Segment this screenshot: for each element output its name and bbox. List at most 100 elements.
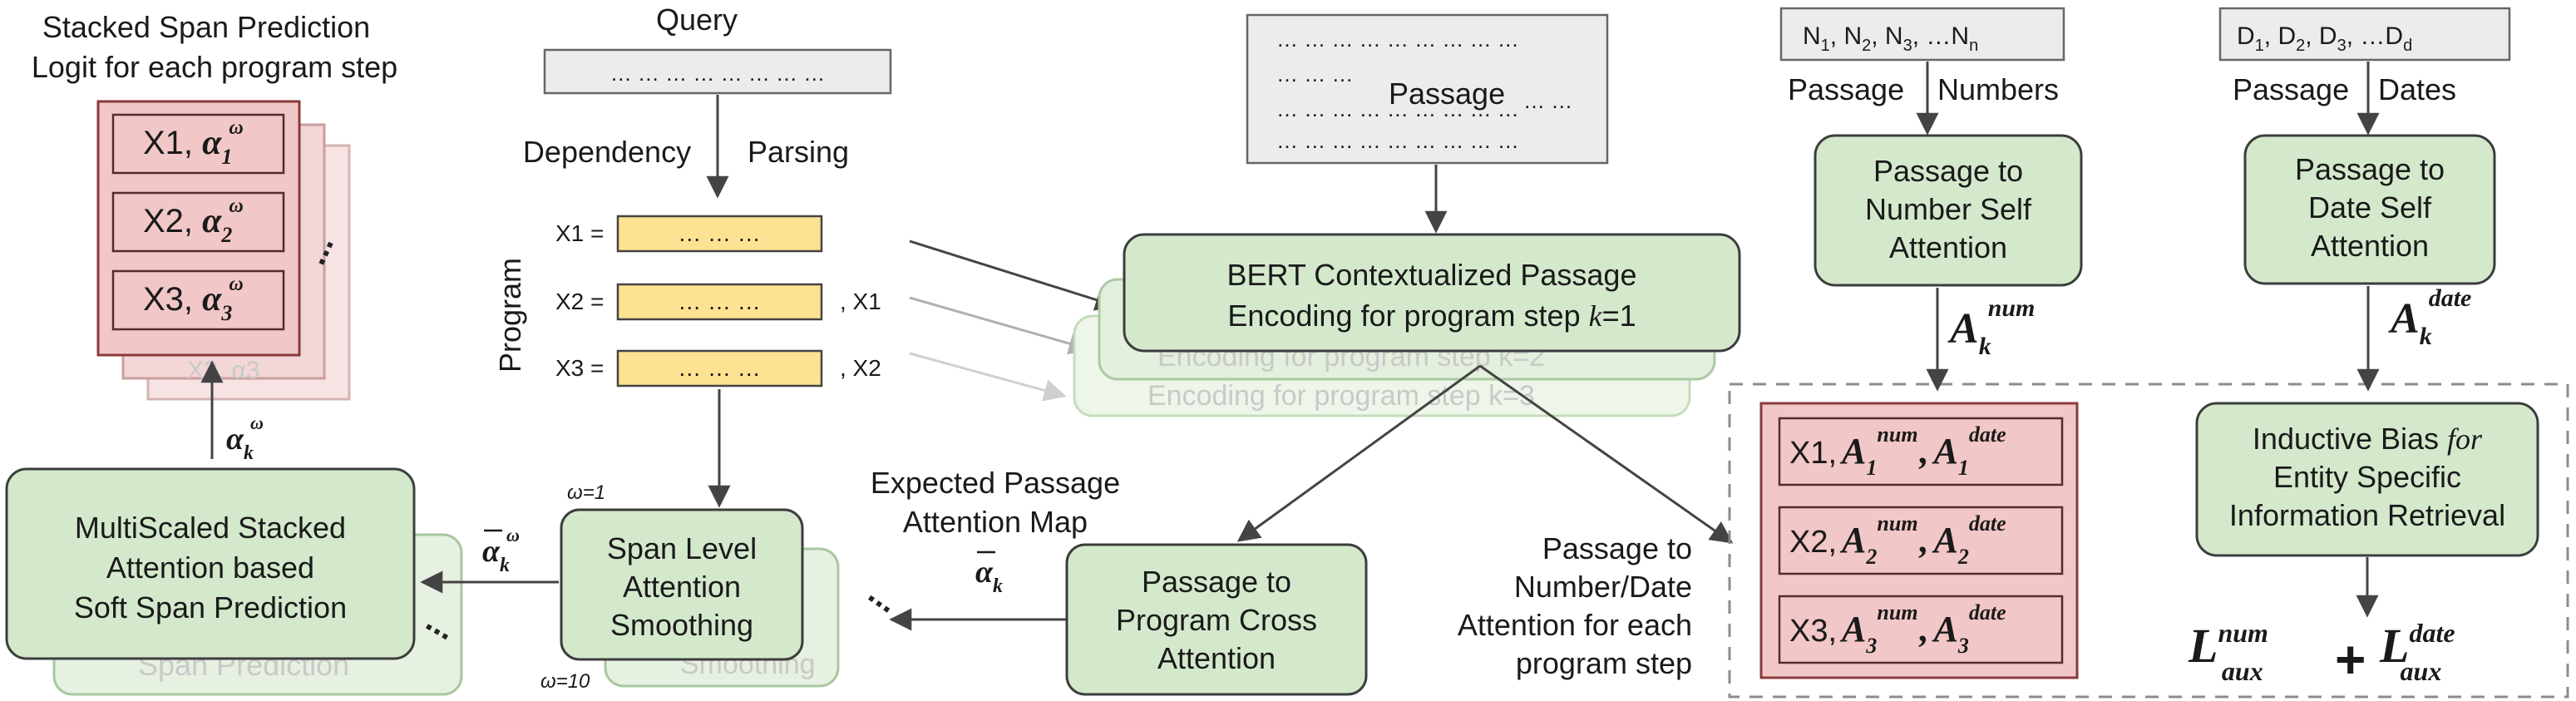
passage-dots-2: … … … xyxy=(1276,62,1353,86)
svg-text:X1, α1ω: X1, α1ω xyxy=(143,117,244,169)
auxiliary-loss-region xyxy=(1728,383,2569,699)
program-slot-3 xyxy=(616,349,823,388)
cross-attention-box xyxy=(1065,543,1368,696)
smoothing-box xyxy=(560,508,804,661)
stacked-logits-title-line2: Logit for each program step xyxy=(32,50,397,84)
dates-column: D1, D2, D3, …Dd Passage Dates Passage to… xyxy=(2218,7,2511,392)
passage-dates-box xyxy=(2218,7,2511,62)
passage-dots-after: … … xyxy=(1523,88,1572,113)
stacked-logits-ghost-text: X3, α3 xyxy=(187,357,259,384)
svg-text:X1,A1num,A1date: X1,A1num,A1date xyxy=(1789,422,2006,480)
stacked-logits-title-line1: Stacked Span Prediction xyxy=(42,10,370,44)
inductive-bias-box xyxy=(2195,402,2539,557)
program-slot-2 xyxy=(616,283,823,321)
bert-group: Encoding for program step k=3 Encoding f… xyxy=(1073,233,1741,417)
stacked-logits-group: Stacked Span Prediction Logit for each p… xyxy=(32,10,397,401)
per-step-row-3: X3,A3num,A3date xyxy=(1778,595,2064,664)
smoothing-line-1: Span Level xyxy=(607,531,757,565)
svg-text:, X1: , X1 xyxy=(840,289,881,314)
num-date-attention-line-3: Attention for each xyxy=(1458,608,1692,642)
arrow-program-to-bert-k3 xyxy=(909,352,1067,402)
passage-numbers-caption-right: Numbers xyxy=(1937,72,2059,106)
alpha-k-omega-label: αkω xyxy=(226,412,264,464)
per-step-attention-group: X1,A1num,A1date X2,A2num,A2date X3,A3num… xyxy=(1759,402,2079,679)
arrow-bert-to-cross-attention xyxy=(1236,364,1481,542)
program-label: Program xyxy=(493,258,527,373)
stacked-logit-row-2: X2, α2ω xyxy=(111,191,285,253)
cross-attention-line-2: Program Cross xyxy=(1116,603,1317,637)
passage-numbers-box xyxy=(1779,7,2065,62)
expected-map-line-1: Expected Passage xyxy=(871,466,1120,500)
number-self-attention-line-3: Attention xyxy=(1889,230,2007,264)
arrow-bert-to-num-date-attention xyxy=(1479,364,1734,544)
multiscale-group: Span Prediction MultiScaled Stacked Atte… xyxy=(5,467,463,696)
bert-line-2: Encoding for program step k=1 xyxy=(1227,299,1636,333)
program-row-3: X3 = … … … , X2 xyxy=(555,349,881,388)
stacked-logit-row-3: X3, α3ω xyxy=(111,269,285,331)
number-self-attention-box xyxy=(1814,134,2083,287)
arrow-program-to-bert-k2 xyxy=(909,296,1092,355)
date-self-attention-line-1: Passage to xyxy=(2295,152,2445,186)
parsing-right: Parsing xyxy=(748,135,849,169)
smoothing-line-3: Smoothing xyxy=(610,608,753,642)
a-k-num-label: Aknum xyxy=(1947,294,2035,360)
multiscale-line-3: Soft Span Prediction xyxy=(74,590,347,624)
query-box xyxy=(543,48,892,95)
stacked-logit-row-1-x: X1, xyxy=(143,125,193,161)
smoothing-line-2: Attention xyxy=(623,570,741,604)
arrow-program-to-bert-k1 xyxy=(909,239,1118,311)
number-self-attention-line-1: Passage to xyxy=(1873,154,2023,188)
alpha-bar-k-omega-label: αkω xyxy=(482,525,520,576)
smoothing-group: Smoothing Span Level Attention Smoothing… xyxy=(540,481,906,693)
inductive-line-2: Entity Specific xyxy=(2273,460,2461,494)
alpha-bar-k-label: αk xyxy=(975,555,1003,597)
numbers-column: N1, N2, N3, …Nn Passage Numbers Passage … xyxy=(1779,7,2083,392)
cross-attention-line-1: Passage to xyxy=(1142,565,1291,599)
svg-text:… … …: … … … xyxy=(678,289,761,314)
stacked-logit-row-1: X1, α1ω xyxy=(111,113,285,175)
omega-bottom-label: ω=10 xyxy=(540,670,590,693)
svg-text:X2,A2num,A2date: X2,A2num,A2date xyxy=(1789,511,2006,569)
svg-text:X2, α2ω: X2, α2ω xyxy=(143,195,244,247)
multiscale-line-1: MultiScaled Stacked xyxy=(75,511,346,545)
inductive-line-1: Inductive Bias for xyxy=(2253,422,2483,456)
expected-map-line-2: Attention Map xyxy=(903,505,1088,539)
program-row-2: X2 = … … … , X1 xyxy=(555,283,881,321)
per-step-row-2: X2,A2num,A2date xyxy=(1778,506,2064,575)
omega-top-label: ω=1 xyxy=(567,481,605,504)
svg-text:X3,A3num,A3date: X3,A3num,A3date xyxy=(1789,600,2006,658)
multiscale-box xyxy=(5,467,416,660)
svg-text:… … …: … … … xyxy=(678,355,761,381)
stacked-logit-row-3-x: X3, xyxy=(143,281,193,318)
svg-text:… … …: … … … xyxy=(678,220,761,246)
passage-dots-1: … … … … … … … … … xyxy=(1276,27,1519,52)
svg-text:, X2: , X2 xyxy=(840,355,881,381)
multiscale-line-2: Attention based xyxy=(106,550,314,585)
query-title: Query xyxy=(656,2,738,37)
date-self-attention-line-2: Date Self xyxy=(2308,190,2432,225)
parsing-left: Dependency xyxy=(523,135,691,169)
a-k-date-label: Akdate xyxy=(2388,284,2471,350)
program-row-1: X1 = … … … xyxy=(555,215,823,253)
passage-label: Passage xyxy=(1389,77,1505,111)
number-self-attention-line-2: Number Self xyxy=(1865,192,2032,226)
num-date-attention-line-1: Passage to xyxy=(1542,531,1692,565)
passage-dates-sequence: D1, D2, D3, …Dd xyxy=(2237,22,2412,55)
bert-line-1: BERT Contextualized Passage xyxy=(1227,258,1637,292)
bert-box xyxy=(1123,233,1741,353)
num-date-attention-line-4: program step xyxy=(1516,646,1692,680)
num-date-attention-line-2: Number/Date xyxy=(1514,570,1692,604)
date-self-attention-box xyxy=(2243,134,2496,285)
inductive-line-3: Information Retrieval xyxy=(2229,498,2505,532)
svg-text:X2 =: X2 = xyxy=(555,289,604,314)
alpha-symbol: α xyxy=(202,124,222,162)
bert-ghost-text-k3: Encoding for program step k=3 xyxy=(1147,380,1535,412)
per-step-row-1: X1,A1num,A1date xyxy=(1778,417,2064,486)
passage-dates-caption-left: Passage xyxy=(2233,72,2349,106)
passage-box xyxy=(1246,13,1609,165)
svg-text:X1 =: X1 = xyxy=(555,220,604,246)
smoothing-ellipsis: ... xyxy=(862,575,906,620)
